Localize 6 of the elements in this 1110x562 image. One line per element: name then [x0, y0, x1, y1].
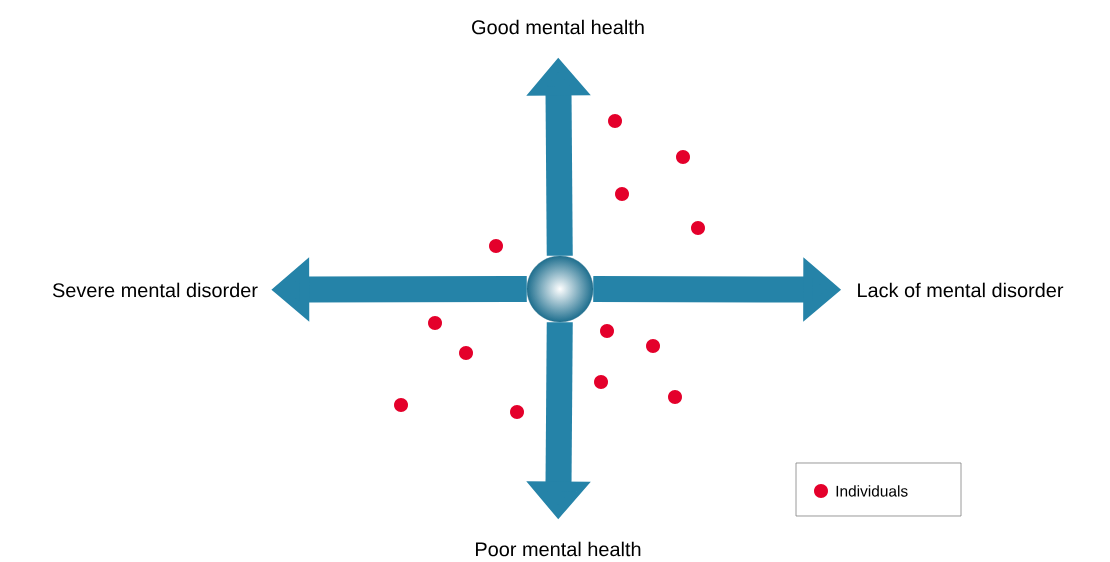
axis-label: Lack of mental disorder — [858, 282, 1064, 298]
axis-label: Good mental health — [472, 19, 644, 35]
axis-label: Poor mental health — [476, 541, 641, 557]
center-sphere — [526, 255, 594, 323]
legend-label: Individuals — [836, 485, 908, 497]
axis-label: Severe mental disorder — [52, 282, 258, 298]
